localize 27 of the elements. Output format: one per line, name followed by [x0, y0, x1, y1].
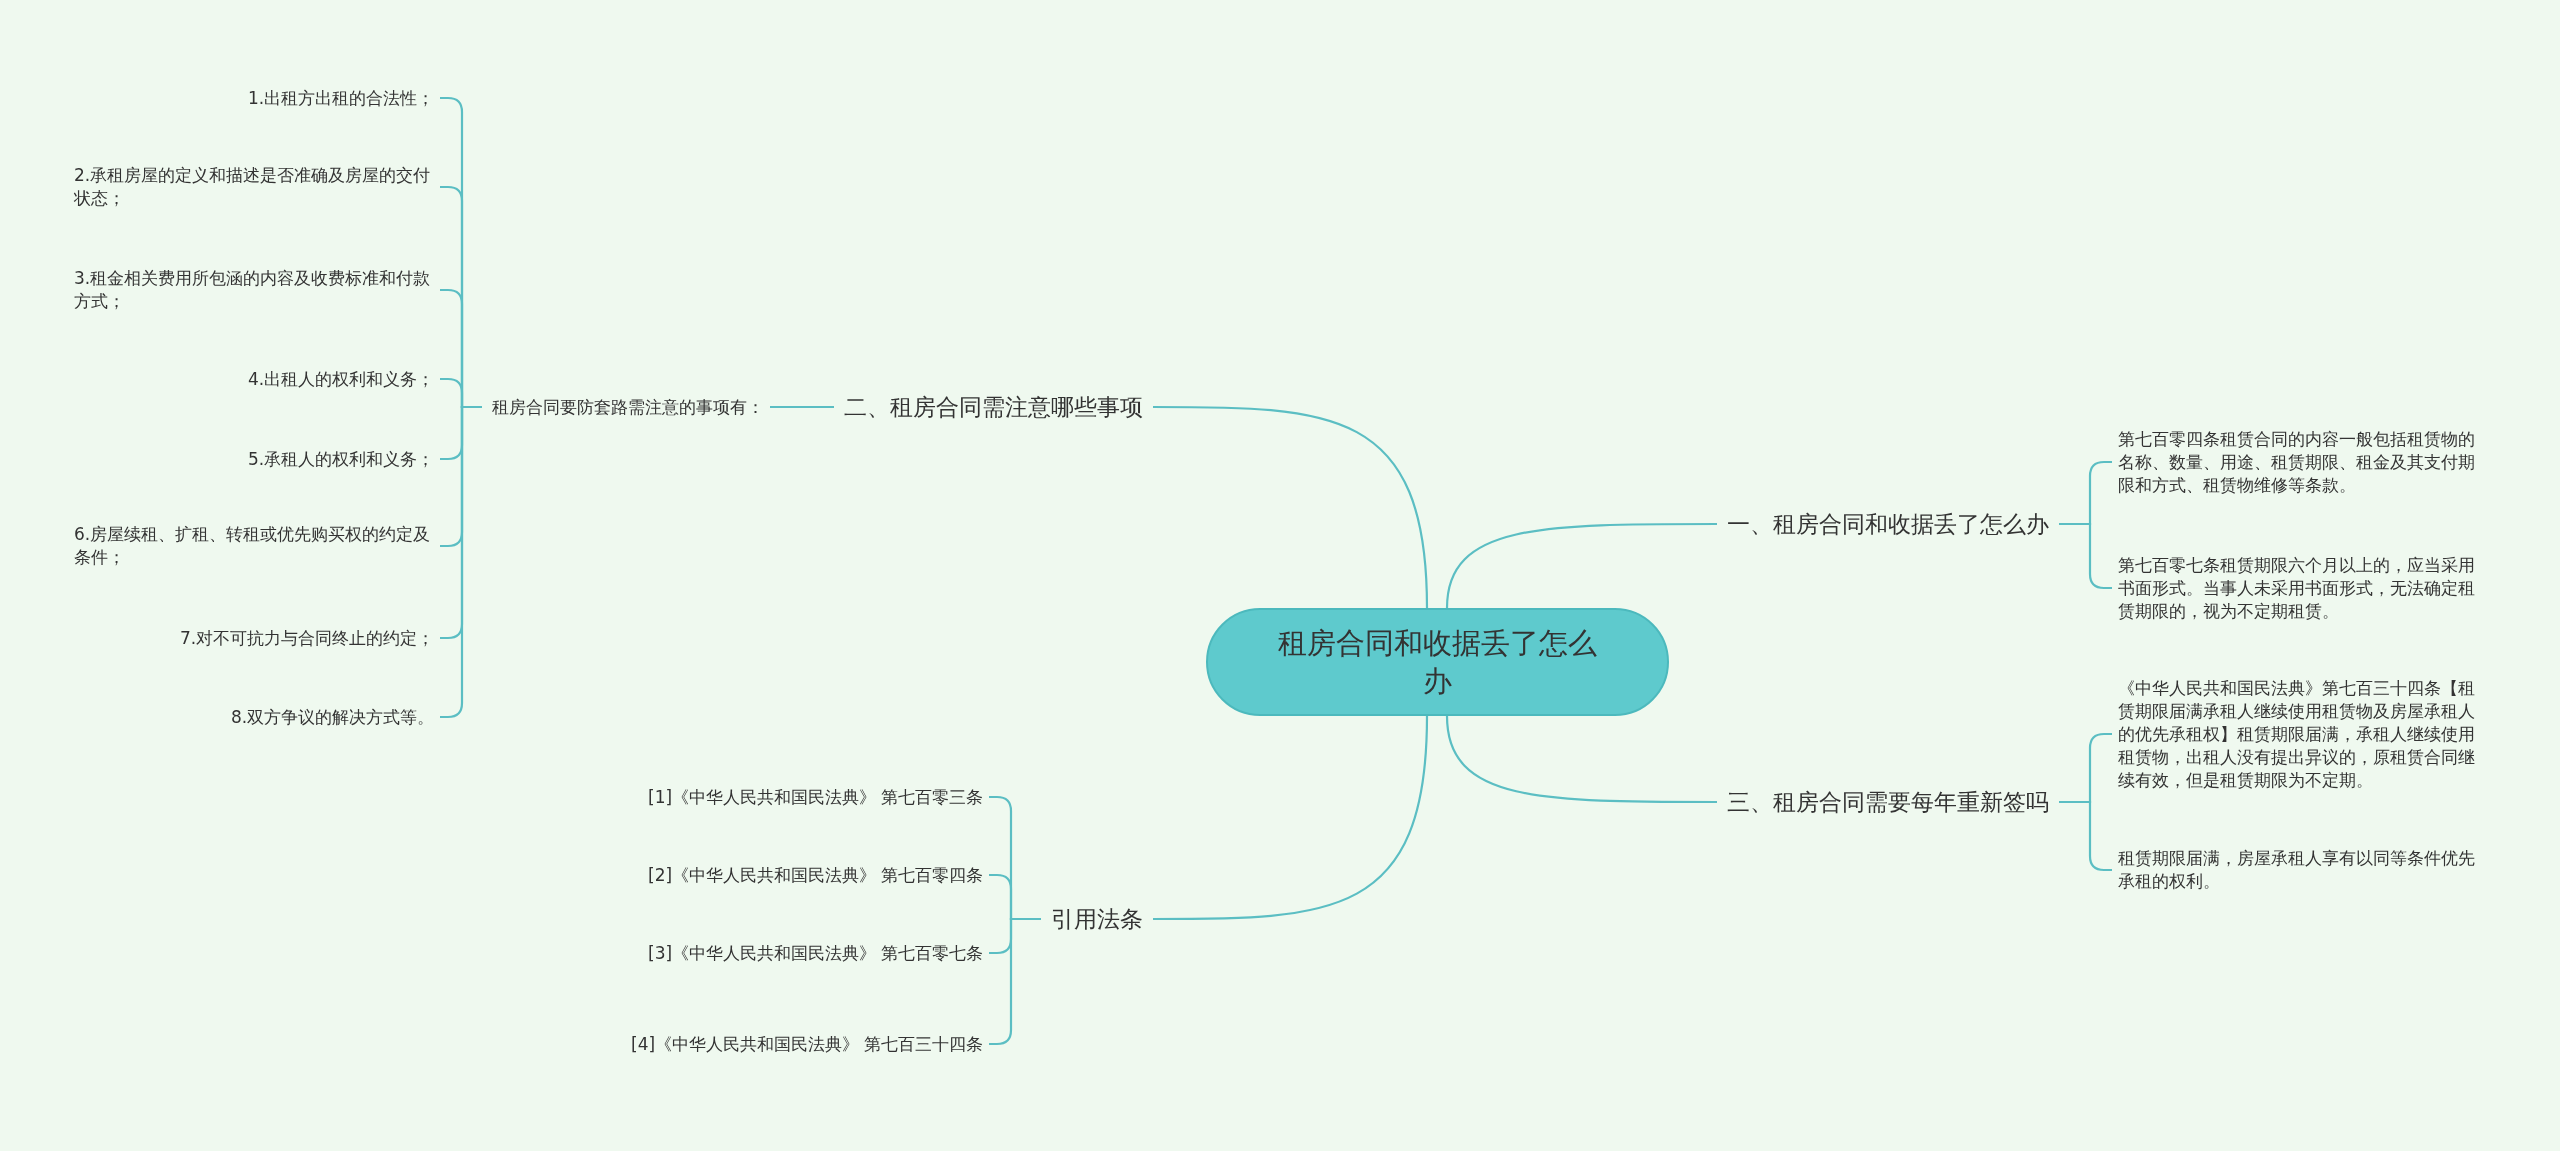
topic-text: 第七百零四条租赁合同的内容一般包括租赁物的名称、数量、用途、租赁期限、租金及其支付期限和方式、租赁物维修等条款。 [2118, 427, 2480, 497]
topic-text: [2]《中华人民共和国民法典》 第七百零四条 [648, 863, 984, 887]
connector [1445, 522, 1717, 609]
topic-text: 租赁期限届满，房屋承租人享有以同等条件优先承租的权利。 [2118, 847, 2480, 893]
branch-topic: 一、租房合同和收据丢了怎么办 [1727, 509, 2049, 539]
topic-text: 《中华人民共和国民法典》第七百三十四条【租赁期限届满承租人继续使用租赁物及房屋承租人的优先承租权】租赁期限届满，承租人继续使用租赁物，出租人没有提出异议的，原租赁合同继续有效，但是租赁期限为不定期。 [2118, 676, 2480, 792]
topic-text: 6.房屋续租、扩租、转租或优先购买权的约定及条件； [74, 523, 434, 569]
topic-text: 租房合同要防套路需注意的事项有： [492, 395, 764, 419]
topic-text: 第七百零七条租赁期限六个月以上的，应当采用书面形式。当事人未采用书面形式，无法确定租赁期限的，视为不定期租赁。 [2118, 553, 2480, 623]
connector [1445, 715, 1717, 804]
central-topic: 租房合同和收据丢了怎么办 [1205, 608, 1669, 716]
topic-text: [3]《中华人民共和国民法典》 第七百零七条 [648, 941, 984, 965]
branch-topic: 三、租房合同需要每年重新签吗 [1727, 787, 2049, 817]
connector [770, 405, 834, 409]
topic-text: 8.双方争议的解决方式等。 [231, 705, 435, 729]
topic-text: 1.出租方出租的合法性； [248, 86, 435, 110]
topic-text: [4]《中华人民共和国民法典》 第七百三十四条 [631, 1032, 984, 1056]
connector [1153, 405, 1429, 609]
branch-topic: 二、租房合同需注意哪些事项 [844, 392, 1143, 422]
connector [1153, 715, 1429, 921]
topic-text: 2.承租房屋的定义和描述是否准确及房屋的交付状态； [74, 164, 434, 210]
topic-text: 5.承租人的权利和义务； [248, 447, 435, 471]
topic-text: 4.出租人的权利和义务； [248, 367, 435, 391]
topic-text: 3.租金相关费用所包涵的内容及收费标准和付款方式； [74, 267, 434, 313]
topic-text: [1]《中华人民共和国民法典》 第七百零三条 [648, 785, 984, 809]
topic-text: 7.对不可抗力与合同终止的约定； [180, 626, 435, 650]
branch-topic: 引用法条 [1051, 904, 1143, 934]
